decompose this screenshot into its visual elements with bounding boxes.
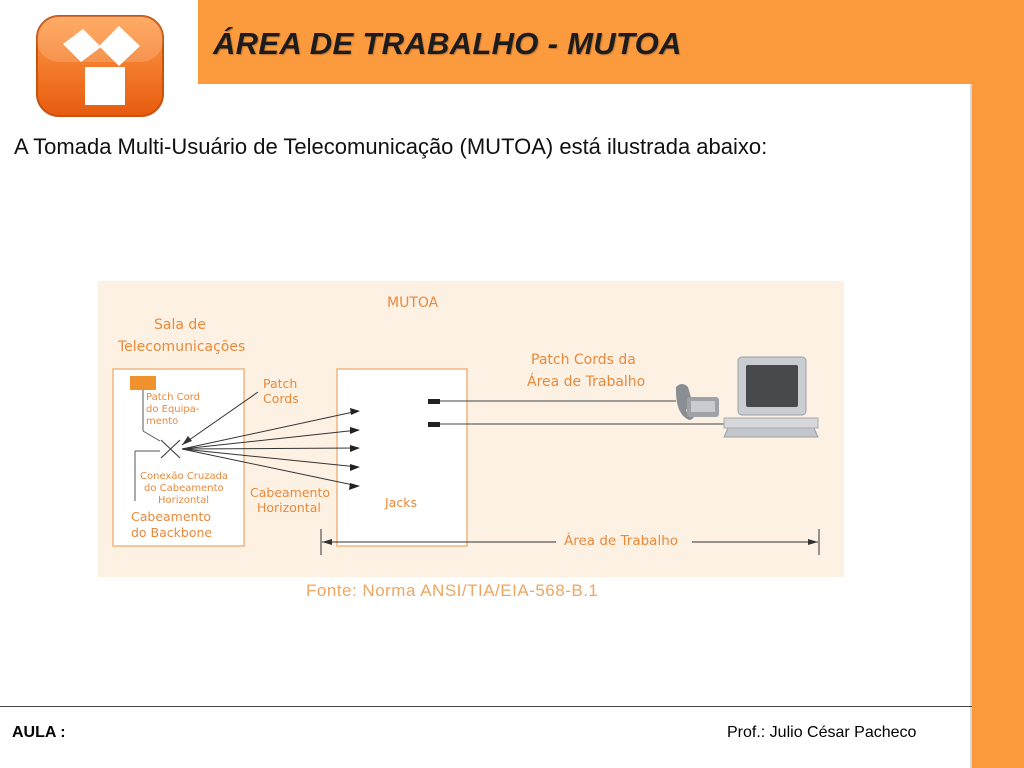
logo-icon bbox=[36, 15, 164, 117]
mutoa-diagram: MUTOA Sala de Telecomunicações Patch Cor… bbox=[98, 281, 844, 577]
mutoa-label: MUTOA bbox=[387, 295, 439, 311]
patch-cords-area-line1: Patch Cords da bbox=[531, 352, 636, 368]
patch-cord-equip-line3: mento bbox=[146, 416, 178, 427]
footer-professor: Prof.: Julio César Pacheco bbox=[727, 724, 917, 741]
patch-cords-line2: Cords bbox=[263, 391, 299, 406]
sala-label-line1: Sala de bbox=[154, 317, 206, 333]
jacks-label: Jacks bbox=[384, 495, 417, 510]
work-area-label: Área de Trabalho bbox=[564, 532, 678, 549]
patch-cords-pointer bbox=[181, 391, 259, 446]
figure-source: Fonte: Norma ANSI/TIA/EIA-568-B.1 bbox=[306, 581, 599, 600]
conexao-line2: do Cabeamento bbox=[144, 483, 224, 494]
header-band bbox=[198, 0, 972, 84]
computer-icon bbox=[723, 356, 819, 438]
conexao-line3: Horizontal bbox=[158, 495, 209, 506]
equipment-cord-link bbox=[142, 430, 161, 442]
slide-title: ÁREA DE TRABALHO - MUTOA bbox=[213, 26, 682, 61]
jack-port-2 bbox=[428, 422, 440, 427]
conexao-line1: Conexão Cruzada bbox=[140, 471, 228, 482]
cab-horizontal-line1: Cabeamento bbox=[250, 485, 330, 500]
horizontal-cables bbox=[181, 408, 360, 490]
cab-horizontal-line2: Horizontal bbox=[257, 500, 321, 515]
patch-cords-arrowhead bbox=[182, 436, 192, 445]
jack-port-1 bbox=[428, 399, 440, 404]
patch-cord-equip-line1: Patch Cord bbox=[146, 392, 200, 403]
patch-cord-equip-line2: do Equipa- bbox=[146, 404, 200, 415]
work-area-dimension bbox=[320, 529, 820, 555]
right-accent-bar bbox=[972, 0, 1024, 768]
footer-divider bbox=[0, 706, 972, 707]
intro-text: A Tomada Multi-Usuário de Telecomunicaçã… bbox=[14, 134, 768, 159]
right-divider bbox=[970, 84, 972, 768]
cross-connect-line-b bbox=[160, 439, 181, 459]
mutoa-box bbox=[336, 368, 468, 547]
equipment-block bbox=[130, 376, 156, 390]
patch-cords-line1: Patch bbox=[263, 376, 297, 391]
telephone-icon bbox=[675, 384, 719, 420]
patch-cords-area-line2: Área de Trabalho bbox=[527, 373, 645, 390]
sala-label-line2: Telecomunicações bbox=[117, 339, 245, 355]
backbone-line2: do Backbone bbox=[131, 525, 212, 540]
footer-lesson-label: AULA : bbox=[12, 724, 66, 741]
backbone-line1: Cabeamento bbox=[131, 509, 211, 524]
